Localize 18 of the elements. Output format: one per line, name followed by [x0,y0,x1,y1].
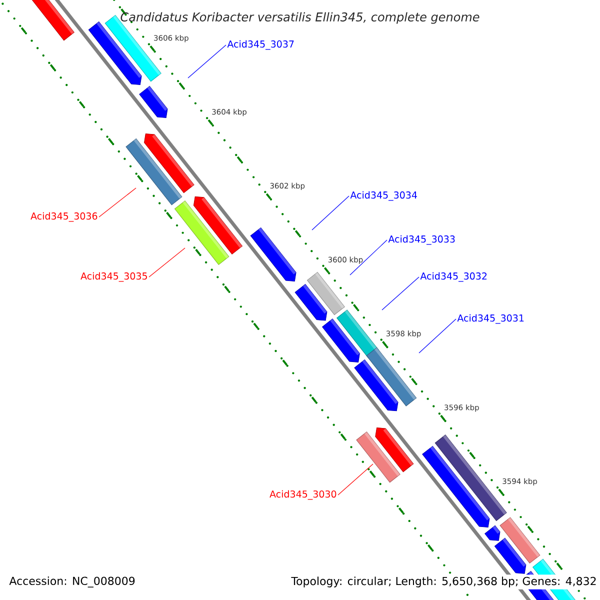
gene-label: Acid345_3033 [388,235,455,245]
leader-line [188,44,226,78]
gene-label: Acid345_3031 [457,314,524,324]
footer-text: Accession: NC_008009 [9,576,135,588]
leader-line [312,196,350,230]
gene-label: Acid345_3036 [30,212,98,222]
gene-label: Acid345_3035 [80,272,147,282]
leader-line [338,464,374,496]
leader-line [418,318,456,354]
title: Candidatus Koribacter versatilis Ellin345, complete genome [120,12,480,24]
gene-label: Acid345_3030 [270,490,336,500]
gene-label: Acid345_3037 [227,40,294,50]
leader-line [350,240,388,276]
gene-label: Acid345_3034 [350,191,417,201]
gene-label: Acid345_3032 [420,272,487,282]
leader-line [382,276,420,310]
leader-line [148,248,186,278]
leader-line [98,188,136,218]
